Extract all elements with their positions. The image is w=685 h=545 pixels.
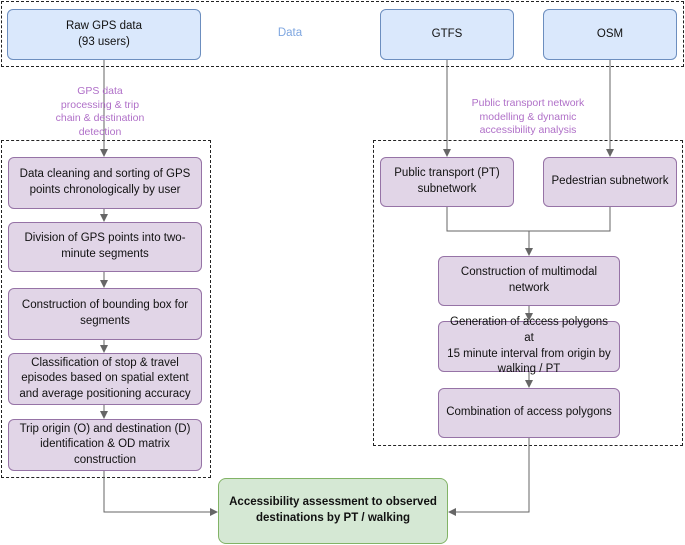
gtfs-box: GTFS bbox=[380, 9, 514, 60]
arrow-combination-to-result bbox=[448, 438, 530, 516]
gps-processing-frame bbox=[1, 140, 211, 478]
polygon-combination-step: Combination of access polygons bbox=[438, 388, 620, 438]
raw-gps-data-box: Raw GPS data (93 users) bbox=[7, 9, 201, 60]
line-ped-join bbox=[529, 207, 611, 232]
segment-division-step: Division of GPS points into two- minute … bbox=[8, 222, 202, 272]
gps-processing-label: GPS data processing & trip chain & desti… bbox=[55, 85, 145, 138]
data-cleaning-step: Data cleaning and sorting of GPS points … bbox=[8, 157, 202, 209]
trip-od-step: Trip origin (O) and destination (D) iden… bbox=[8, 419, 202, 471]
data-section-label: Data bbox=[277, 27, 303, 39]
accessibility-assessment-box: Accessibility assessment to observed des… bbox=[218, 478, 448, 544]
multimodal-network-step: Construction of multimodal network bbox=[438, 256, 620, 306]
pedestrian-subnetwork-box: Pedestrian subnetwork bbox=[543, 157, 677, 207]
network-analysis-label: Public transport network modelling & dyn… bbox=[471, 97, 585, 137]
network-analysis-frame bbox=[373, 140, 683, 446]
pt-subnetwork-box: Public transport (PT) subnetwork bbox=[380, 157, 514, 207]
line-pt-join bbox=[446, 207, 529, 232]
data-sources-frame bbox=[1, 1, 684, 67]
arrow-trip-to-result bbox=[103, 471, 218, 516]
episode-classification-step: Classification of stop & travel episodes… bbox=[8, 353, 202, 405]
access-polygons-step: Generation of access polygons at 15 minu… bbox=[438, 316, 620, 375]
osm-box: OSM bbox=[543, 9, 677, 60]
bounding-box-step: Construction of bounding box for segment… bbox=[8, 288, 202, 340]
